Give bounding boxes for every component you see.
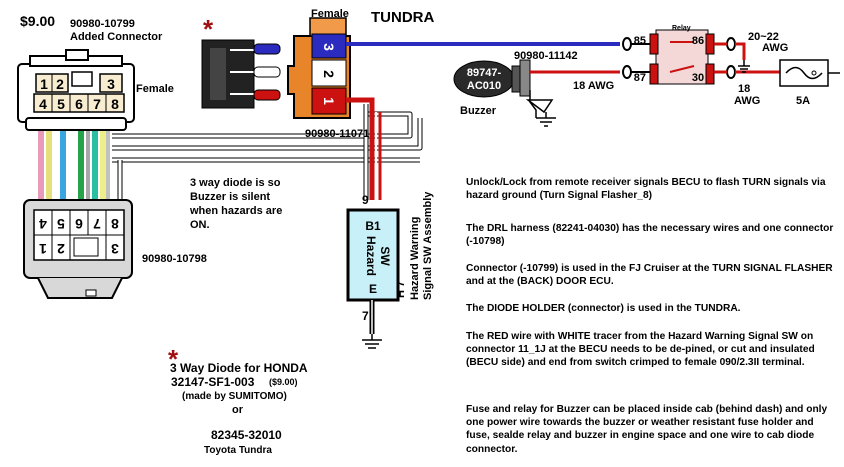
or-text: or [232,404,244,416]
bottom-pin-8: 8 [111,216,119,232]
awg-18-relay-2: AWG [734,95,760,107]
bottom-pin-7: 7 [93,216,101,232]
added-connector-female: Female [136,83,174,95]
tundra-pin-3: 3 [321,43,337,51]
hazard-h7: H 7 [395,281,407,298]
added-connector: 1 2 3 4 5 6 7 8 [17,49,135,131]
bottom-pin-2: 2 [57,241,65,257]
honda-star: * [168,344,179,374]
price-label: $9.00 [20,13,55,29]
diode-star: * [203,14,214,44]
sumitomo: (made by SUMITOMO) [182,391,287,402]
hazard-ground-icon [362,334,382,349]
top-pin-2: 2 [56,76,64,92]
tundra-part: 90980-11071 [305,128,369,140]
top-pin-5: 5 [57,96,65,112]
hazard-name-2: SW [378,246,392,266]
hazard-name-1: Hazard [364,236,378,276]
toyota-part: 82345-32010 [211,428,282,442]
top-pin-3: 3 [107,76,115,92]
top-pin-1: 1 [40,76,48,92]
tundra-title: TUNDRA [371,9,434,26]
relay-pin-86: 86 [692,35,704,47]
relay-pin-30: 30 [692,72,704,84]
hazard-side-1: Hazard Warning [409,217,421,300]
tundra-connector: 3 2 1 [287,17,351,119]
added-connector-part: 90980-10799 [70,18,135,30]
awg-18-relay-1: 18 [738,83,750,95]
buzzer-ground-icon [525,90,556,127]
bottom-pin-1: 1 [39,241,47,257]
bottom-pin-5: 5 [57,216,65,232]
tundra-pin-2: 2 [321,70,337,78]
buzzer-part-2: AC010 [467,80,501,92]
relay: Relay 85 86 87 30 [634,25,715,85]
relay-label: Relay [672,25,691,32]
note-1: Unlock/Lock from remote receiver signals… [466,177,826,202]
buzzer-part-1: 89747- [467,67,502,79]
honda-price: ($9.00) [269,377,298,387]
red-wire [346,97,382,200]
awg-small: 20~22 [748,31,779,43]
bottom-pin-6: 6 [75,216,83,232]
harness-wires [38,128,110,200]
relay-pin-85: 85 [634,35,646,47]
diode-note: 3 way diode is so Buzzer is silent when … [190,177,283,231]
awg-small-unit: AWG [762,42,788,54]
hazard-pin-top: 9 [362,193,369,207]
hazard-switch: B1 Hazard SW E [346,208,400,302]
note-4: The DIODE HOLDER (connector) is used in … [466,303,741,314]
hazard-pin-bottom: 7 [362,309,369,323]
added-connector-label: Added Connector [70,31,163,43]
top-pin-6: 6 [75,96,83,112]
buzzer: 89747- AC010 [453,59,531,98]
tundra-pin-1: 1 [321,97,337,105]
note-5: The RED wire with WHITE tracer from the … [466,331,815,369]
hazard-pin-b1: B1 [365,219,381,233]
bottom-pin-4: 4 [39,216,47,232]
awg-18-buzzer: 18 AWG [573,80,614,92]
note-2: The DRL harness (82241-04030) has the ne… [466,223,834,248]
honda-part: 32147-SF1-003 [171,375,255,389]
lower-connector: 4 5 6 7 8 1 2 3 [23,199,133,299]
hazard-pin-e: E [369,282,377,296]
tundra-female: Female [311,8,349,20]
fuse-icon [779,59,840,87]
fuse-label: 5A [796,95,810,107]
bottom-pin-3: 3 [111,241,119,257]
hazard-side-2: Signal SW Assembly [422,191,434,300]
note-6: Fuse and relay for Buzzer can be placed … [466,404,828,455]
diode-block [201,39,281,109]
buzzer-connector-part: 90980-11142 [514,50,578,62]
toyota-label: Toyota Tundra [204,445,272,456]
relay-pin-87: 87 [634,72,646,84]
note-3: Connector (-10799) is used in the FJ Cru… [466,263,833,288]
buzzer-label: Buzzer [460,105,497,117]
lower-connector-part: 90980-10798 [142,253,207,265]
top-pin-8: 8 [111,96,119,112]
top-pin-7: 7 [93,96,101,112]
relay-ground-icon [738,60,750,73]
honda-diode-title: 3 Way Diode for HONDA [170,361,308,375]
top-pin-4: 4 [39,96,47,112]
